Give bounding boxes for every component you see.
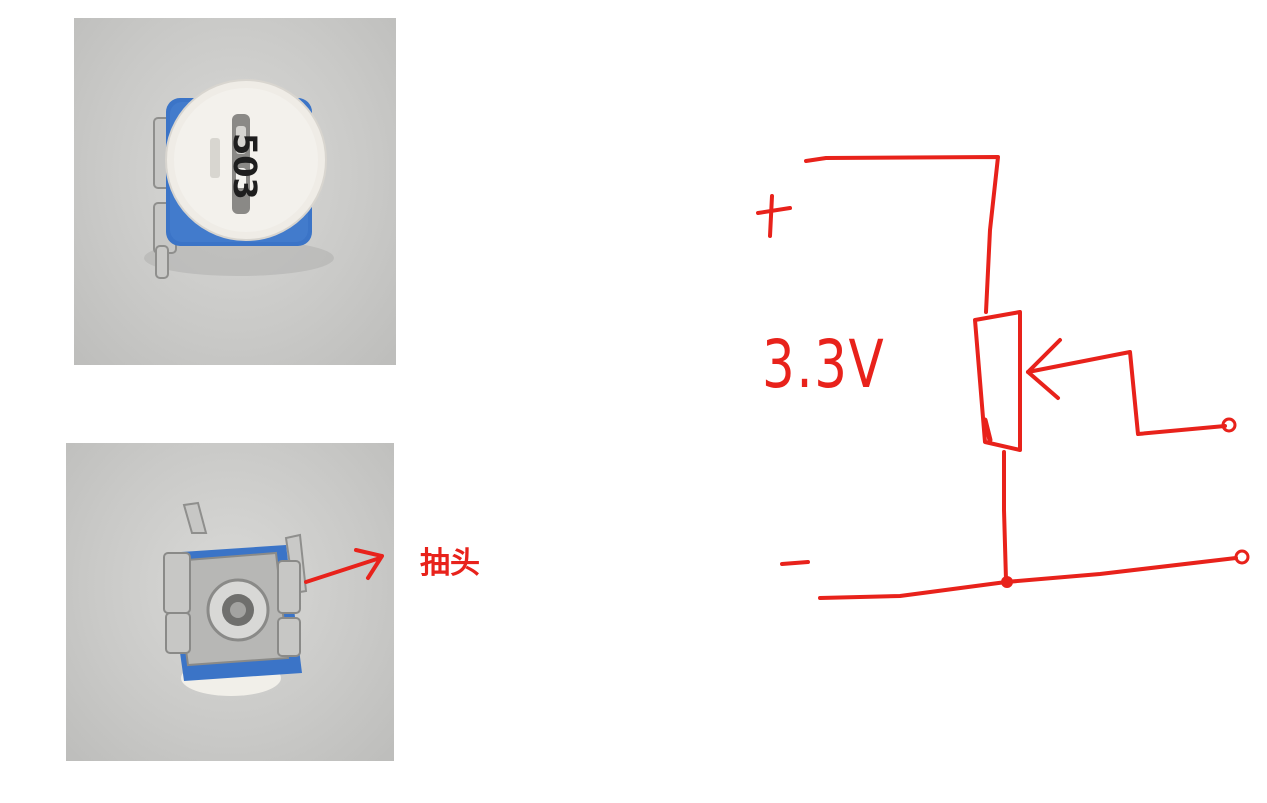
tap-label: 抽头 bbox=[420, 546, 480, 581]
ground-wire bbox=[818, 556, 1238, 600]
top-wire bbox=[804, 155, 1000, 314]
output-terminal-bottom bbox=[1234, 549, 1250, 565]
junction-dot bbox=[1001, 576, 1013, 588]
output-terminal-top bbox=[1221, 417, 1237, 433]
trimmer-front-photo: 503 bbox=[74, 18, 396, 365]
wiper-arrow bbox=[1026, 350, 1227, 436]
potentiometer-body bbox=[973, 310, 1022, 452]
trimmer-back-photo bbox=[66, 443, 394, 761]
voltage-label: 3.3V bbox=[762, 326, 886, 403]
bottom-wire-vertical bbox=[1002, 450, 1008, 582]
